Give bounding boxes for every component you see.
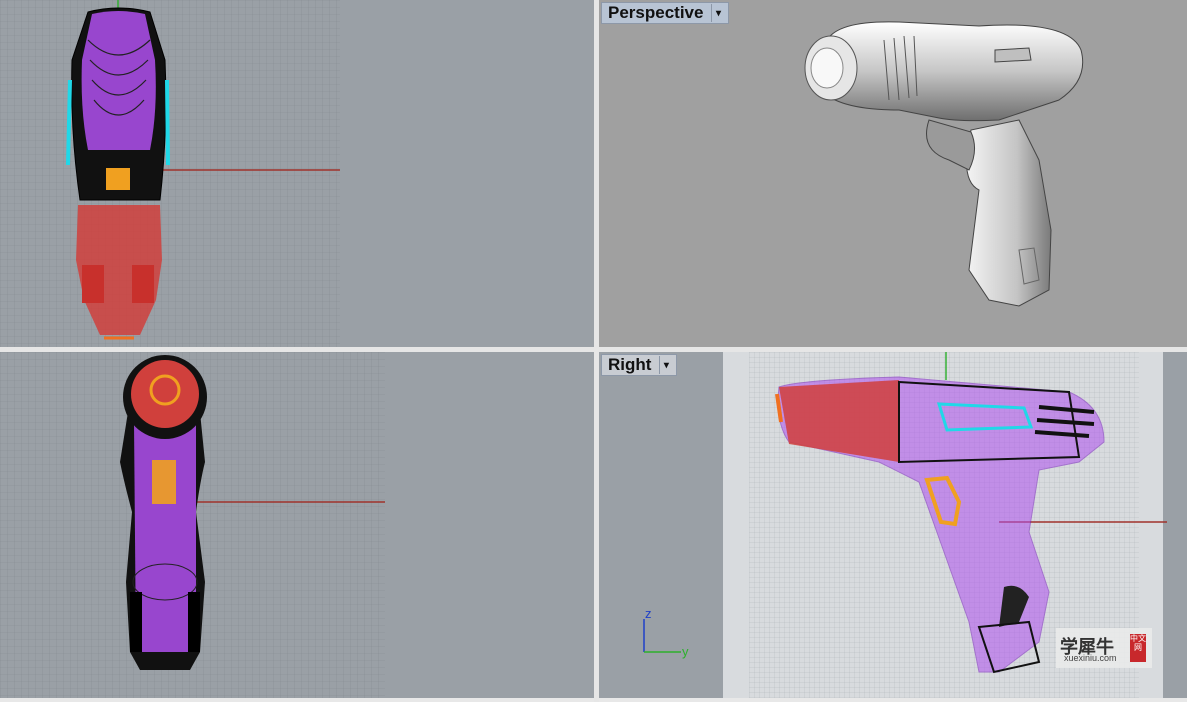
construction-grid — [0, 0, 340, 347]
drill-side-wireframe — [775, 376, 1105, 674]
drill-shaded-model — [804, 21, 1084, 307]
watermark-url: xuexiniu.com — [1064, 653, 1117, 663]
viewport-menu-dropdown-icon[interactable]: ▾ — [659, 356, 672, 374]
perspective-canvas — [804, 21, 1084, 307]
viewport-tab-right[interactable]: Right ▾ — [601, 354, 678, 376]
drill-top-wireframe — [66, 7, 170, 340]
viewport-menu-dropdown-icon[interactable]: ▾ — [711, 4, 724, 22]
axis-triad — [643, 619, 681, 653]
viewport-divider-horizontal[interactable] — [0, 347, 1187, 352]
watermark-text: 学犀牛 — [1060, 637, 1114, 658]
top-view-canvas — [0, 0, 340, 347]
viewport-perspective[interactable]: Perspective ▾ — [599, 0, 1187, 347]
viewport-front[interactable] — [0, 352, 594, 698]
drill-front-wireframe — [120, 355, 207, 670]
viewport-top[interactable] — [0, 0, 594, 347]
front-view-canvas — [0, 352, 385, 698]
viewport-label-right: Right — [608, 355, 652, 374]
watermark-badge: 中文网 — [1130, 634, 1146, 662]
viewport-label-perspective: Perspective — [608, 3, 704, 22]
axis-label-z: z — [645, 606, 652, 621]
watermark-logo: 学犀牛 xuexiniu.com 中文网 — [1056, 628, 1152, 668]
viewport-tab-perspective[interactable]: Perspective ▾ — [601, 2, 730, 24]
axis-label-y: y — [682, 644, 689, 659]
